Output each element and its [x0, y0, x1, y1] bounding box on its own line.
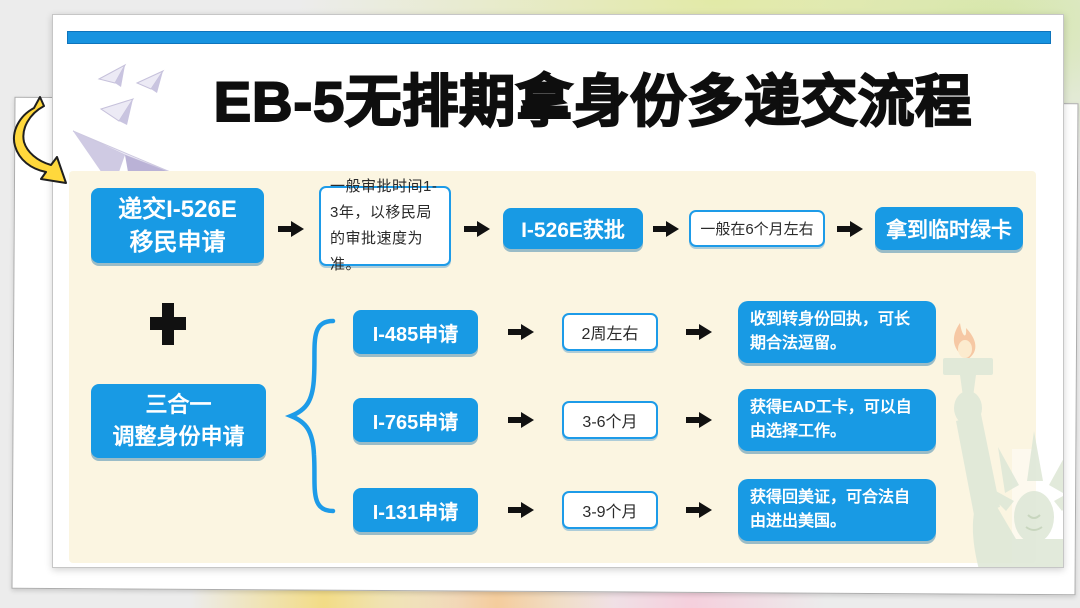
step-three-in-one: 三合一 调整身份申请	[91, 384, 266, 458]
main-card: EB-5无排期拿身份多递交流程 递交I-526E 移民申请 一般审批时间1-3年…	[52, 14, 1064, 568]
step-submit-line1: 递交I-526E	[118, 195, 237, 223]
step-submit-i526e: 递交I-526E 移民申请	[91, 188, 264, 263]
arrow-right-icon	[686, 324, 712, 340]
branch-row-i131: I-131申请 3-9个月 获得回美证，可合法自由进出美国。	[353, 479, 953, 541]
form-i485-box: I-485申请	[353, 310, 478, 354]
step-i526e-approved: I-526E获批	[503, 208, 643, 249]
duration-i485-box: 2周左右	[562, 313, 658, 351]
arrow-right-icon	[686, 412, 712, 428]
form-i131-label: I-131申请	[372, 501, 459, 524]
step-i526e-approved-text: I-526E获批	[521, 218, 625, 242]
result-i765-box: 获得EAD工卡，可以自由选择工作。	[738, 389, 936, 451]
note-six-months-text: 一般在6个月左右	[700, 221, 814, 238]
arrow-right-icon	[508, 502, 534, 518]
arrow-right-icon	[653, 221, 679, 237]
form-i131-box: I-131申请	[353, 488, 478, 532]
step-submit-line2: 移民申请	[129, 228, 226, 256]
arrow-right-icon	[686, 502, 712, 518]
arrow-right-icon	[508, 412, 534, 428]
page-title: EB-5无排期拿身份多递交流程	[213, 70, 973, 134]
combo-line2: 调整身份申请	[112, 424, 245, 449]
curved-yellow-arrow	[13, 96, 67, 184]
arrow-right-icon	[508, 324, 534, 340]
arrow-right-icon	[278, 221, 304, 237]
step-temp-green-card-text: 拿到临时绿卡	[886, 218, 1012, 242]
duration-i765-box: 3-6个月	[562, 401, 658, 439]
note-approval-time: 一般审批时间1-3年，以移民局的审批速度为准。	[319, 178, 451, 273]
note-six-months: 一般在6个月左右	[689, 210, 825, 247]
form-i765-box: I-765申请	[353, 398, 478, 442]
combo-line1: 三合一	[145, 392, 212, 417]
arrow-right-icon	[464, 221, 490, 237]
result-i131-box: 获得回美证，可合法自由进出美国。	[738, 479, 936, 541]
top-accent-bar	[67, 31, 1051, 44]
curly-brace	[284, 318, 336, 514]
form-i485-label: I-485申请	[372, 323, 459, 346]
form-i765-label: I-765申请	[372, 411, 459, 434]
step-temp-green-card: 拿到临时绿卡	[875, 207, 1023, 250]
branch-row-i485: I-485申请 2周左右 收到转身份回执，可长期合法逗留。	[353, 301, 953, 363]
result-i485-box: 收到转身份回执，可长期合法逗留。	[738, 301, 936, 363]
flow-panel: 递交I-526E 移民申请 一般审批时间1-3年，以移民局的审批速度为准。 I-…	[69, 171, 1036, 563]
duration-i485-label: 2周左右	[581, 326, 639, 343]
result-i485-text: 收到转身份回执，可长期合法逗留。	[750, 311, 911, 352]
result-i131-text: 获得回美证，可合法自由进出美国。	[750, 489, 911, 530]
result-i765-text: 获得EAD工卡，可以自由选择工作。	[750, 399, 912, 440]
duration-i131-box: 3-9个月	[562, 491, 658, 529]
branch-row-i765: I-765申请 3-6个月 获得EAD工卡，可以自由选择工作。	[353, 389, 953, 451]
note-approval-time-text: 一般审批时间1-3年，以移民局的审批速度为准。	[330, 178, 438, 273]
arrow-right-icon	[837, 221, 863, 237]
plus-icon	[150, 303, 186, 345]
duration-i131-label: 3-9个月	[582, 504, 638, 521]
duration-i765-label: 3-6个月	[582, 414, 638, 431]
